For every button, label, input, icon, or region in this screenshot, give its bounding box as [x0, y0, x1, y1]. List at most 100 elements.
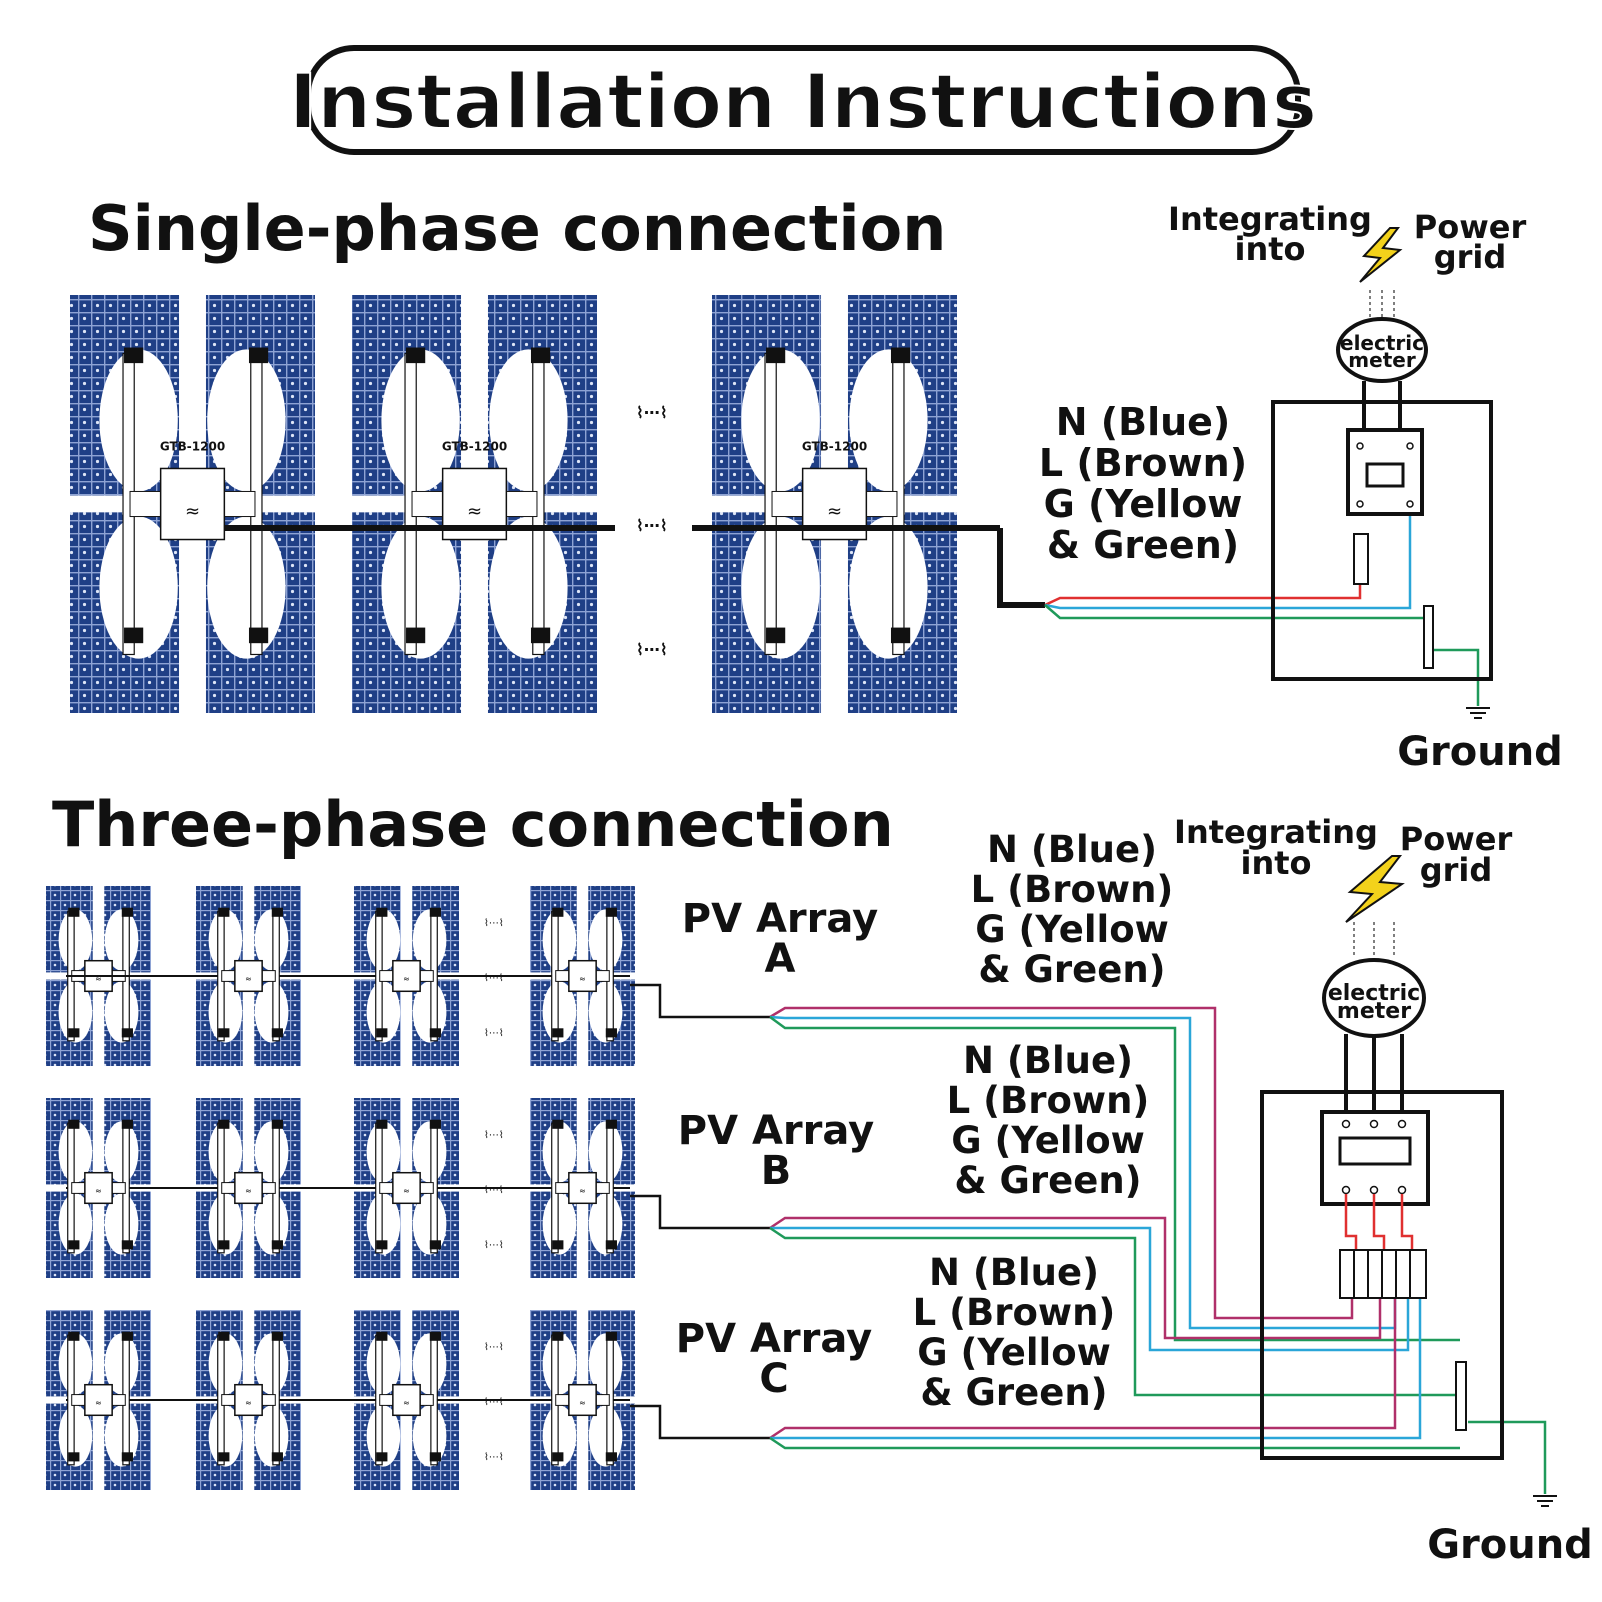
- cable-loop: [849, 516, 928, 659]
- cable-loop: [58, 909, 93, 971]
- ground-label: Ground: [1397, 729, 1563, 775]
- inverter-symbol-icon: ≈: [579, 1187, 586, 1196]
- cable-loop: [412, 1193, 447, 1255]
- cable-loop: [588, 1333, 623, 1395]
- ground-icon: [1533, 1495, 1557, 1507]
- junction-box: [68, 907, 80, 917]
- single-phase-panel-groups: ≈GTB-1200≈GTB-1200≈GTB-1200: [70, 295, 957, 713]
- junction-box: [68, 1028, 80, 1038]
- cable-loop: [366, 909, 401, 971]
- cable-loop: [254, 1121, 289, 1183]
- junction-box: [68, 1119, 80, 1129]
- grid-feed-lines: [1369, 290, 1395, 318]
- junction-box: [429, 1452, 441, 1462]
- solar-panel-group: ≈: [354, 1310, 459, 1490]
- cable-loop: [542, 981, 577, 1043]
- junction-box: [406, 347, 426, 364]
- inverter-model-label: GTB-1200: [802, 440, 867, 454]
- wire-label-neutral: N (Blue): [929, 1251, 1099, 1294]
- inverter-symbol-icon: ≈: [403, 1399, 410, 1408]
- inverter-symbol-icon: ≈: [245, 1187, 252, 1196]
- grid-text-right: Power: [1400, 820, 1513, 858]
- wire-label-ground: G (Yellow: [975, 908, 1169, 951]
- inverter-symbol-icon: ≈: [827, 501, 842, 522]
- junction-box: [766, 627, 786, 644]
- single-phase-grid-connection: Integrating into Power grid electric met…: [1168, 200, 1563, 775]
- microinverter: [568, 1383, 597, 1417]
- microinverter: [234, 1171, 263, 1205]
- microinverter: [392, 959, 421, 993]
- wire-label-ground-cont: & Green): [920, 1371, 1107, 1414]
- microinverter: [392, 1171, 421, 1205]
- grid-text-left: into: [1234, 230, 1305, 268]
- live-wire: [769, 1296, 1397, 1440]
- junction-box: [271, 1028, 283, 1038]
- cable-loop: [542, 1193, 577, 1255]
- cable-loop: [366, 1333, 401, 1395]
- junction-box: [605, 907, 617, 917]
- cable-loop: [104, 1333, 139, 1395]
- junction-box: [376, 1119, 388, 1129]
- cable-loop: [366, 1405, 401, 1467]
- junction-box: [890, 627, 911, 644]
- cable-loop: [208, 1193, 243, 1255]
- pv-array-letter-a: A: [765, 936, 796, 982]
- cable-loop: [99, 516, 178, 659]
- junction-box: [552, 1331, 564, 1341]
- wire-label-ground-cont: & Green): [954, 1159, 1141, 1202]
- cable-loop: [381, 516, 460, 659]
- solar-panel-group: ≈: [46, 1310, 151, 1490]
- wire-label-ground-cont: & Green): [1047, 523, 1239, 567]
- microinverter: [392, 1383, 421, 1417]
- three-phase-trunk-cables: [630, 983, 770, 1440]
- junction-box: [376, 1240, 388, 1250]
- ground-bar: [1455, 1361, 1467, 1431]
- distribution-box: [1271, 400, 1493, 681]
- wire-label-neutral: N (Blue): [987, 828, 1157, 871]
- wire-label-ground: G (Yellow: [951, 1119, 1145, 1162]
- cable-loop: [542, 909, 577, 971]
- cable-loop: [489, 516, 568, 659]
- cable-loop: [58, 1193, 93, 1255]
- continuation-mark: ⌇⋯⌇: [484, 1240, 504, 1251]
- meter-label: electric: [1340, 331, 1424, 355]
- junction-box: [271, 907, 283, 917]
- cable-loop: [104, 1405, 139, 1467]
- microinverter: [234, 959, 263, 993]
- three-phase-panel-groups: ≈≈≈≈⌇⋯⌇⌇⋯⌇⌇⋯⌇≈≈≈≈⌇⋯⌇⌇⋯⌇⌇⋯⌇≈≈≈≈⌇⋯⌇⌇⋯⌇⌇⋯⌇: [46, 886, 635, 1490]
- cable-loop: [381, 349, 460, 492]
- distribution-box: [1260, 1090, 1504, 1460]
- junction-box: [605, 1028, 617, 1038]
- cable-loop: [741, 516, 820, 659]
- junction-box: [248, 347, 269, 364]
- cable-loop: [58, 1405, 93, 1467]
- junction-box: [552, 907, 564, 917]
- cable-loop: [588, 1193, 623, 1255]
- cable-loop: [208, 1405, 243, 1467]
- solar-panel-group: ≈: [530, 1098, 635, 1278]
- junction-box: [766, 347, 786, 364]
- junction-box: [530, 347, 551, 364]
- wire-label-ground-cont: & Green): [978, 948, 1165, 991]
- junction-box: [552, 1240, 564, 1250]
- continuation-mark: ⌇⋯⌇: [484, 1130, 504, 1141]
- cable-loop: [366, 981, 401, 1043]
- cable-loop: [412, 981, 447, 1043]
- inverter-model-label: GTB-1200: [160, 440, 225, 454]
- junction-box: [530, 627, 551, 644]
- live-wire: [769, 1006, 1354, 1320]
- junction-box: [121, 1452, 133, 1462]
- cable-loop: [412, 909, 447, 971]
- junction-box: [218, 1331, 230, 1341]
- junction-box: [271, 1119, 283, 1129]
- cable-loop: [208, 981, 243, 1043]
- junction-box: [605, 1119, 617, 1129]
- pv-array-label-a: PV Array: [682, 896, 878, 942]
- junction-box: [121, 1240, 133, 1250]
- solar-panel-group: ≈: [530, 1310, 635, 1490]
- cable-loop: [104, 909, 139, 971]
- cable-loop: [588, 909, 623, 971]
- cable-loop: [58, 981, 93, 1043]
- grid-text-right: grid: [1434, 238, 1507, 276]
